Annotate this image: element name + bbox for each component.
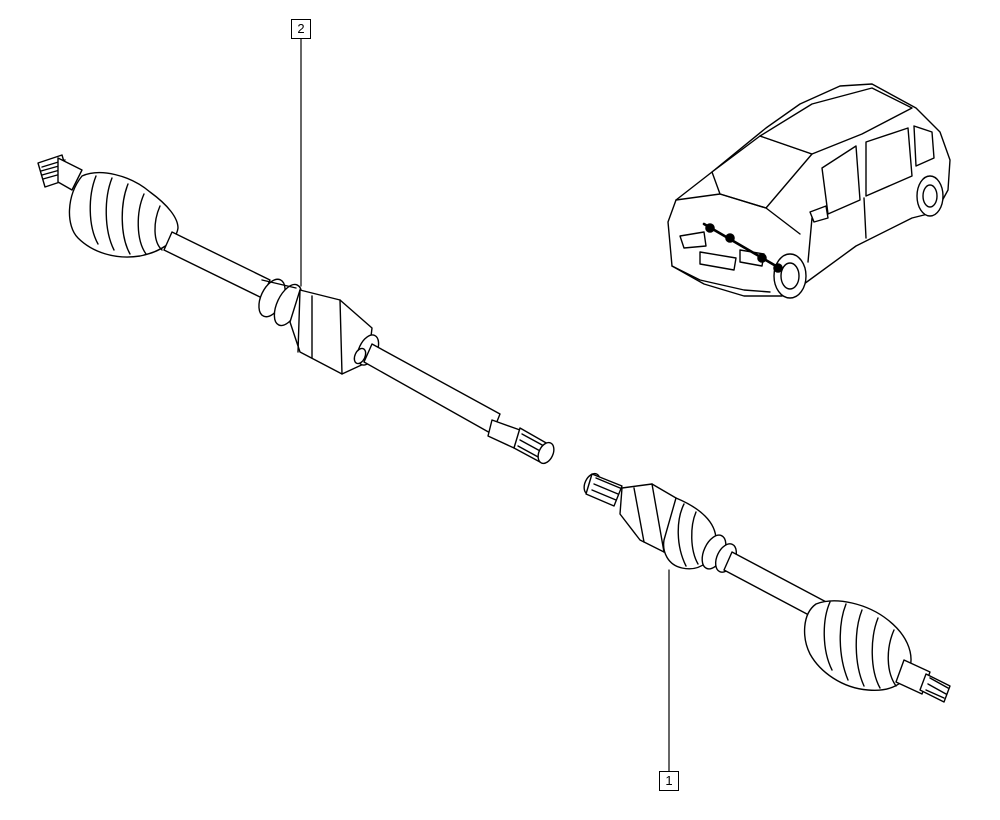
outer-cv-boot	[68, 172, 179, 258]
shaft-lower	[363, 343, 521, 449]
car-driveshaft-highlight	[702, 222, 783, 273]
outer-cv-boot-1	[803, 600, 912, 691]
inner-spline-stub	[513, 427, 555, 465]
driveshaft-part-1	[583, 472, 951, 703]
car-locator-icon	[667, 83, 951, 299]
driveshaft-part-2	[37, 154, 555, 465]
callout-part-1: 1	[659, 771, 679, 791]
shaft-upper	[163, 231, 271, 299]
callout-part-2: 2	[291, 19, 311, 39]
outer-spline-stub	[37, 154, 83, 191]
inner-spline-stub-1	[583, 472, 623, 507]
outer-spline-stub-1	[895, 659, 951, 703]
